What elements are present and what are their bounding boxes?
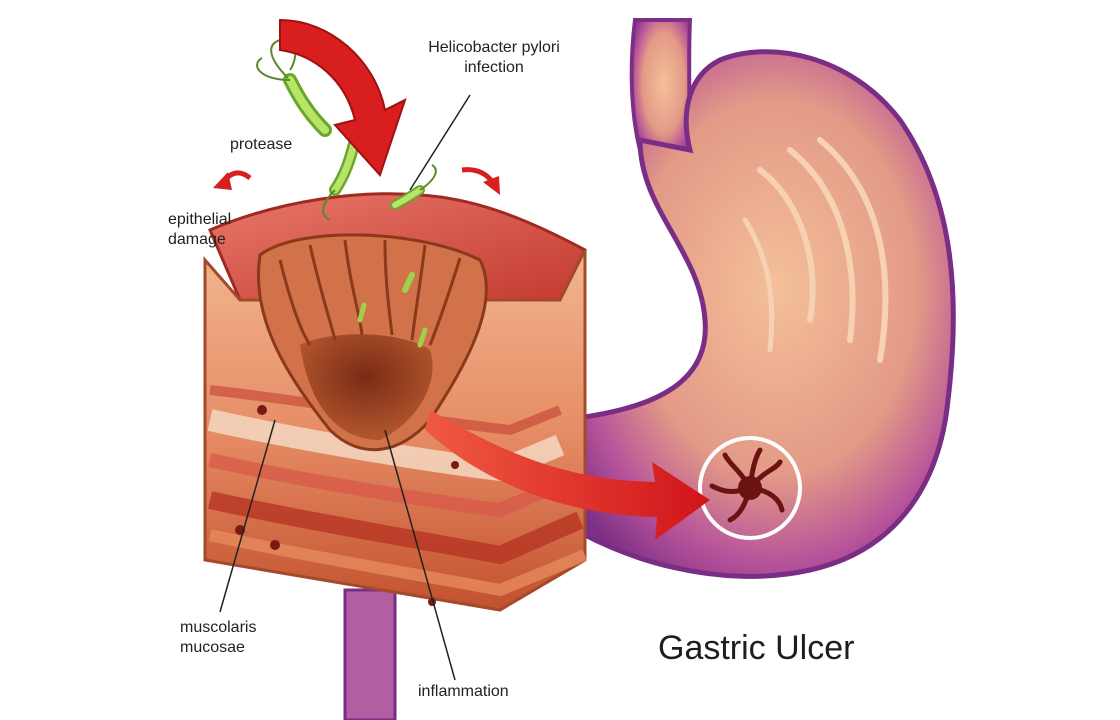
label-epithelial-line2: damage [168,231,226,248]
label-helicobacter: Helicobacter pylori infection [424,38,564,78]
stomach-fold [817,137,889,363]
tissue-block [203,192,588,612]
ulcer-core [738,476,762,500]
bacterium [402,272,415,293]
vessel-dot [270,540,280,550]
infection-arrow [279,18,407,177]
diagram-title: Gastric Ulcer [658,629,855,667]
ulcer-circle [698,436,802,540]
stomach-fold [742,217,775,353]
label-helicobacter-line1: Helicobacter pylori [428,39,560,56]
protease-arrow-right-head [483,176,500,195]
label-epithelial-line1: epithelial [168,211,232,228]
vessel-dot [257,405,267,415]
label-muscolaris-line2: mucosae [180,639,245,656]
bacteria [256,38,437,348]
tissue-layer [208,529,588,597]
ulcer-highlight [698,436,802,540]
leader-line-pylori [409,94,471,191]
label-inflammation: inflammation [418,683,509,700]
bacterium [390,164,437,210]
bacterium [417,327,428,348]
crater-folds [278,239,462,346]
stomach-fold [787,147,856,343]
label-protease: protease [230,136,293,153]
tissue-layer [208,453,573,518]
lower-tube [343,588,397,720]
label-muscolaris-line1: muscolaris [180,619,257,636]
label-muscolaris-mucosae: muscolaris mucosae [180,618,256,658]
ulcer-crater-depth [300,334,433,440]
stomach-fold [757,167,816,323]
bacterium [357,302,367,323]
bacterium [256,38,332,137]
label-helicobacter-line2: infection [464,59,524,76]
vessel-dot [451,461,459,469]
protease-arrow-left-head [213,172,232,190]
label-epithelial-damage: epithelial damage [168,210,231,250]
leader-line-muscolaris [219,419,276,613]
pointer-arrow [425,410,710,540]
leader-line-inflammation [384,429,456,681]
